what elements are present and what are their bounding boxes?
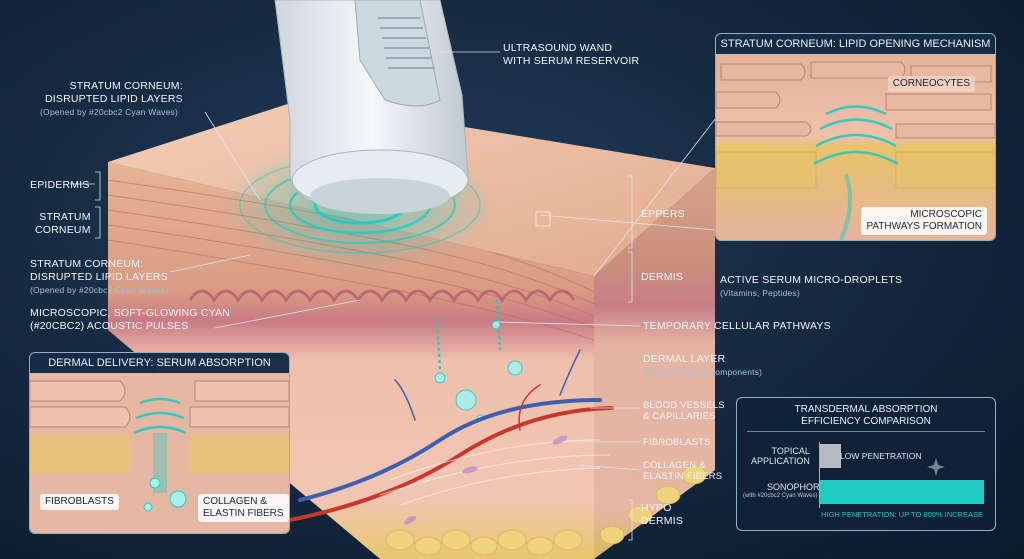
inset-top-art [716,54,995,240]
comparison-title: TRANSDERMAL ABSORPTION EFFICIENCY COMPAR… [794,404,938,427]
blood-vessels-label: BLOOD VESSELS & CAPILLARIES [643,400,725,423]
inset-collagen-label: COLLAGEN & ELASTIN FIBERS [198,494,289,522]
sc-top-sublabel: (Opened by #20cbc2 Cyan Waves) [40,107,178,117]
hypodermis-label: HYPO DERMIS [641,502,684,527]
eppers-label: EPPERS [641,208,685,220]
skin-block-side [594,168,715,559]
hypodermis-fat [385,465,707,556]
epidermis-label: EPIDERMIS [30,179,90,191]
absorption-comparison-panel: TRANSDERMAL ABSORPTION EFFICIENCY COMPAR… [736,397,996,531]
sono-label: SONOPHORESIS [767,482,841,492]
blood-vessels [288,349,614,522]
topical-label: TOPICAL APPLICATION [751,446,810,466]
inset-fibroblasts-label: FIBROBLASTS [40,494,119,510]
sono-note: HIGH PENETRATION: UP TO 800% INCREASE [821,510,983,519]
sc-mid-sublabel: (Opened by #20cbc2 Cyan Waves) [30,285,168,295]
inset-lipid-mechanism: STRATUM CORNEUM: LIPID OPENING MECHANISM… [715,33,996,241]
fibroblast-cells [403,435,568,525]
inset-dermal-delivery: DERMAL DELIVERY: SERUM ABSORPTION FIBROB… [29,352,290,534]
dermis-label: DERMIS [641,271,684,283]
inset-bottom-title: DERMAL DELIVERY: SERUM ABSORPTION [30,353,289,374]
stratum-corneum-label: STRATUM CORNEUM [35,211,91,236]
serum-droplets [434,320,523,422]
sc-mid-label: STRATUM CORNEUM: DISRUPTED LIPID LAYERS [30,258,168,283]
acoustic-pulses-label: MICROSCOPIC, SOFT-GLOWING CYAN (#20cbc2)… [30,307,231,332]
pathways-formation-label: MICROSCOPIC PATHWAYS FORMATION [861,207,987,235]
sparkle-icon [927,458,945,476]
serum-droplets-sublabel: (Vitamins, Peptides) [720,288,800,298]
corneocytes-label: CORNEOCYTES [887,76,975,92]
fibroblasts-label: FIBROBLASTS [643,437,711,448]
bar-sonophoresis [820,480,984,504]
sc-top-label: STRATUM CORNEUM: DISRUPTED LIPID LAYERS [45,80,183,105]
dermal-layer-label: DERMAL LAYER [643,353,726,365]
serum-droplets-label: ACTIVE SERUM MICRO-DROPLETS [720,274,903,286]
inset-top-title: STRATUM CORNEUM: LIPID OPENING MECHANISM [716,34,995,55]
bar-topical [820,444,841,468]
dermal-layer-sublabel: (Rich with active components) [643,367,763,377]
dermal-papillae [188,289,576,303]
temp-pathways-label: TEMPORARY CELLULAR PATHWAYS [643,320,831,332]
collagen-fibers [379,439,611,506]
comparison-divider [747,431,985,432]
wand-label: ULTRASOUND WAND WITH SERUM RESERVOIR [503,42,640,67]
collagen-label: COLLAGEN & ELASTIN FIBERS [643,460,723,483]
sono-sublabel: (with #20cbc2 Cyan Waves) [743,493,818,499]
wand-grip-lines [378,17,435,69]
chart-axis [819,442,820,508]
ultrasound-wand [274,0,469,214]
leader-lines [70,51,717,541]
topical-note: LOW PENETRATION [840,451,922,461]
